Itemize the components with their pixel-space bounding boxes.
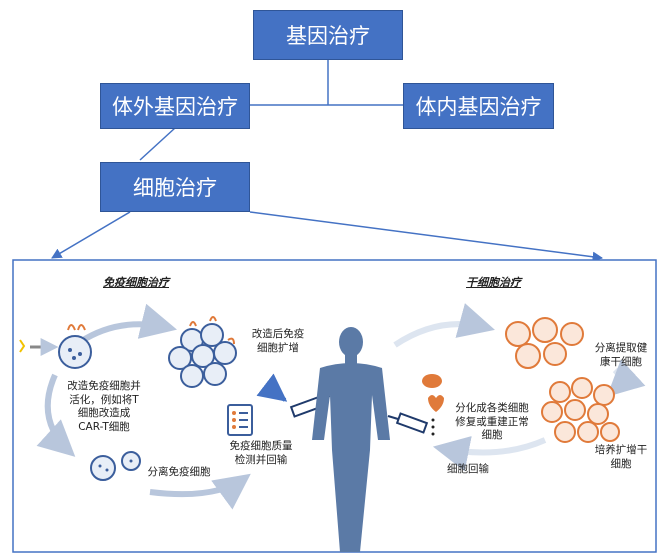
stem-arrow-right [606,359,646,397]
label-stem-isolate: 分离提取健 康干细胞 [594,342,648,368]
cycle-arrow-bottom [149,473,251,510]
arrow-to-stem [249,211,604,262]
immune-cell-cluster [168,316,237,388]
label-immune-expand: 改造后免疫 细胞扩增 [251,328,305,354]
stem-arrow-top [393,303,495,348]
organ-brain-icon [422,374,442,388]
cycle-arrow-left [36,373,76,457]
syringe-right-icon [387,412,429,434]
cycle-arrow-top [78,303,178,345]
quality-check-icon [227,404,253,436]
more-dots-icon [431,418,435,436]
immune-cell-activated [19,324,92,369]
human-body-figure [312,327,390,552]
cell-therapy-box: 细胞治疗 [100,162,250,212]
isolated-immune-cells [90,451,141,481]
stem-arrow-bottom [432,435,547,472]
label-stem-culture: 培养扩增干 细胞 [594,444,648,470]
connector-exvivo-cell [139,127,176,161]
label-immune-qc: 免疫细胞质量 检测并回输 [229,440,293,466]
label-stem-differentiate: 分化成各类细胞 修复或重建正常 细胞 [455,402,529,442]
stem-cell-cluster-bottom [541,377,620,443]
stem-cell-therapy-title: 干细胞治疗 [466,276,521,289]
label-stem-reinfuse: 细胞回输 [447,463,489,475]
stem-cell-cluster-top [505,317,584,369]
label-immune-isolate: 分离免疫细胞 [147,466,211,478]
gene-therapy-box: 基因治疗 [253,10,403,60]
immune-cell-therapy-title: 免疫细胞治疗 [103,276,169,289]
label-immune-modify: 改造免疫细胞并 活化，例如将T 细胞改造成 CAR-T细胞 [67,380,141,433]
organ-heart-icon [428,395,444,412]
ex-vivo-gene-therapy-box: 体外基因治疗 [100,83,250,129]
in-vivo-gene-therapy-box: 体内基因治疗 [403,83,554,129]
arrow-to-immune [51,211,131,259]
